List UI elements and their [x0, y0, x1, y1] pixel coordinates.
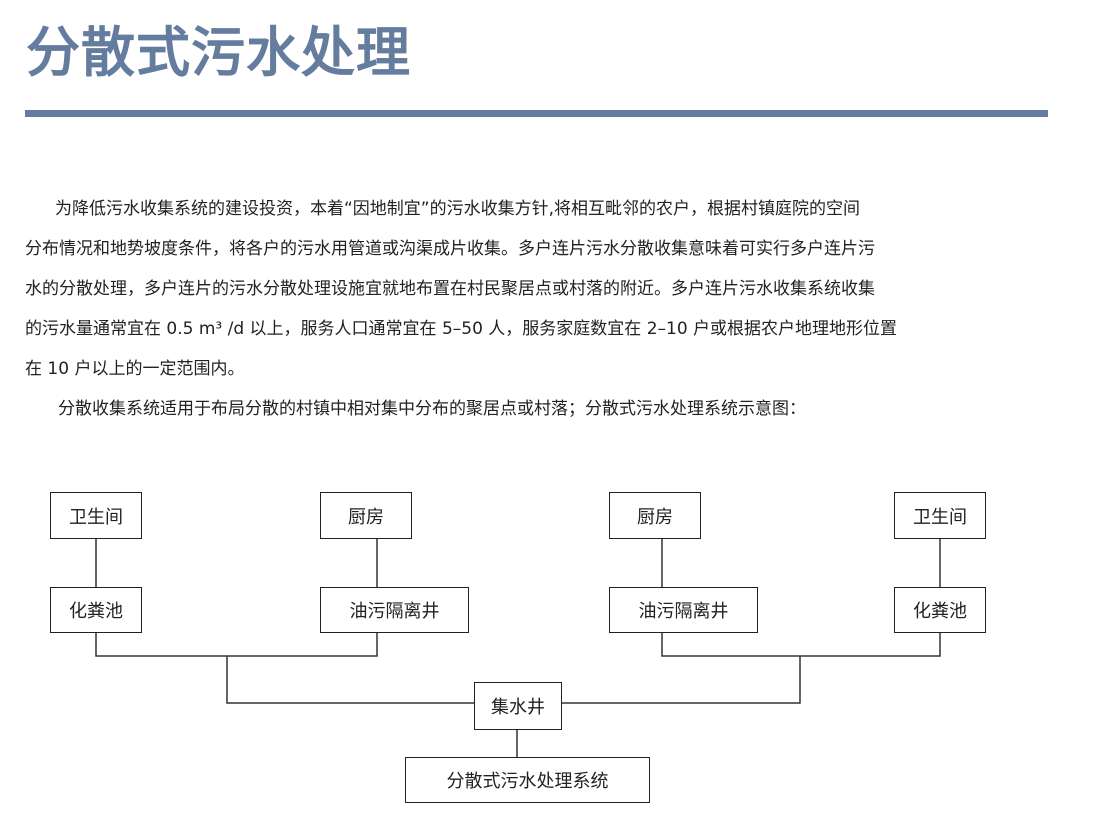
treatment-system-box: 分散式污水处理系统 [405, 757, 650, 803]
grease-trap-right-box: 油污隔离井 [609, 587, 758, 633]
paragraph-line: 水的分散处理，多户连片的污水分散处理设施宜就地布置在村民聚居点或村落的附近。多户… [25, 279, 875, 299]
kitchen-left-box: 厨房 [320, 492, 412, 539]
paragraph-line: 分布情况和地势坡度条件，将各户的污水用管道或沟渠成片收集。多户连片污水分散收集意… [25, 239, 875, 259]
septic-tank-left-box: 化粪池 [50, 587, 142, 633]
toilet-right-box: 卫生间 [894, 492, 986, 539]
collection-well-box: 集水井 [474, 682, 562, 730]
toilet-left-box: 卫生间 [50, 492, 142, 539]
paragraph-line: 的污水量通常宜在 0.5 m³ /d 以上，服务人口通常宜在 5–50 人，服务… [25, 319, 898, 339]
page-title: 分散式污水处理 [26, 21, 411, 84]
paragraph-line: 为降低污水收集系统的建设投资，本着“因地制宜”的污水收集方针,将相互毗邻的农户，… [55, 199, 861, 219]
paragraph-line: 在 10 户以上的一定范围内。 [25, 359, 245, 379]
title-divider [25, 110, 1048, 117]
kitchen-right-box: 厨房 [609, 492, 701, 539]
grease-trap-left-box: 油污隔离井 [320, 587, 469, 633]
paragraph-2: 分散收集系统适用于布局分散的村镇中相对集中分布的聚居点或村落；分散式污水处理系统… [58, 399, 806, 419]
septic-tank-right-box: 化粪池 [894, 587, 986, 633]
